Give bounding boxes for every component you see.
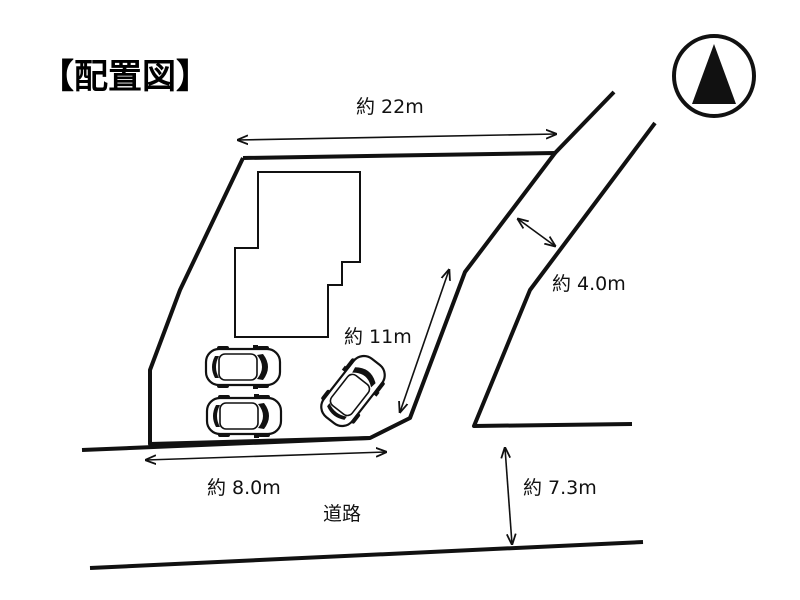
main-road-top-edge [81, 436, 371, 452]
dimension-label-road-width: 約 7.3m [523, 477, 597, 499]
main-road-bottom-edge [89, 540, 644, 570]
dimension-label-top: 約 22m [356, 96, 424, 118]
house-footprint [234, 171, 361, 338]
dimension-label-depth: 約 11m [344, 326, 412, 348]
car-icon [204, 343, 282, 391]
dimension-arrow-depth [400, 270, 449, 412]
dimension-arrow-bottom [146, 452, 386, 460]
road-label: 道路 [323, 503, 361, 525]
dimension-arrow-side-road [518, 219, 555, 246]
dimension-arrow-road-width [505, 448, 512, 544]
dimension-label-side-road: 約 4.0m [552, 273, 626, 295]
car-icon [205, 392, 283, 440]
side-road-left-edge [553, 90, 616, 155]
north-arrow-icon [692, 44, 736, 104]
side-road-right-edge [472, 121, 657, 428]
car-icon [311, 347, 395, 435]
north-compass [672, 34, 756, 118]
page-title: 【配置図】 [40, 57, 210, 97]
dimension-label-bottom: 約 8.0m [207, 477, 281, 499]
dimension-arrow-top [238, 134, 556, 140]
